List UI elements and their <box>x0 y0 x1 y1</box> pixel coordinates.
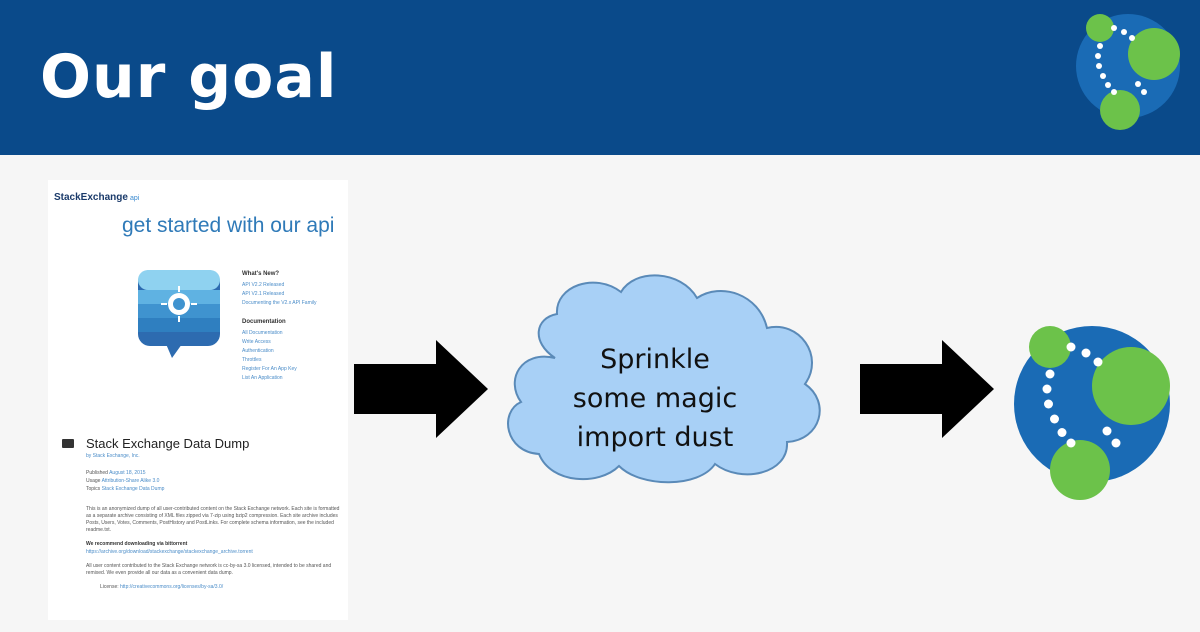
api-nav: What's New? API V2.2 Released API V2.1 R… <box>242 270 342 383</box>
documentation-link[interactable]: List An Application <box>242 375 283 381</box>
arrow-right-icon <box>860 340 994 438</box>
data-dump-description: This is an anonymized dump of all user-c… <box>86 506 340 590</box>
cloud-shape <box>507 274 821 484</box>
data-dump-title: Stack Exchange Data Dump <box>86 436 250 451</box>
whats-new-link[interactable]: API V2.1 Released <box>242 291 285 297</box>
torrent-link[interactable]: https://archive.org/download/stackexchan… <box>86 549 253 555</box>
documentation-link[interactable]: Throttles <box>242 357 262 363</box>
documentation-link[interactable]: Register For An App Key <box>242 366 297 372</box>
documentation-link[interactable]: All Documentation <box>242 330 283 336</box>
slide-header <box>0 0 1200 155</box>
documentation-link[interactable]: Write Access <box>242 339 271 345</box>
whats-new-link[interactable]: API V2.2 Released <box>242 282 285 288</box>
neo4j-result-logo-icon <box>1014 326 1170 500</box>
arrow-right-icon <box>354 340 488 438</box>
documentation-link[interactable]: Authentication <box>242 348 274 354</box>
neo4j-header-logo-icon <box>1076 14 1180 130</box>
whats-new-link[interactable]: Documenting the V2.x API Family <box>242 300 317 306</box>
data-dump-author[interactable]: by Stack Exchange, Inc. <box>86 453 140 459</box>
cloud-caption: Sprinkle some magic import dust <box>572 344 738 453</box>
whats-new-heading: What's New? <box>242 271 280 277</box>
api-tagline: get started with our api <box>122 214 335 237</box>
stackexchange-api-icon <box>138 270 220 358</box>
data-dump-meta: Published August 18, 2015 Usage Attribut… <box>86 470 165 492</box>
folder-icon <box>62 439 74 448</box>
documentation-heading: Documentation <box>242 319 286 325</box>
slide-title: Our goal <box>40 42 338 112</box>
